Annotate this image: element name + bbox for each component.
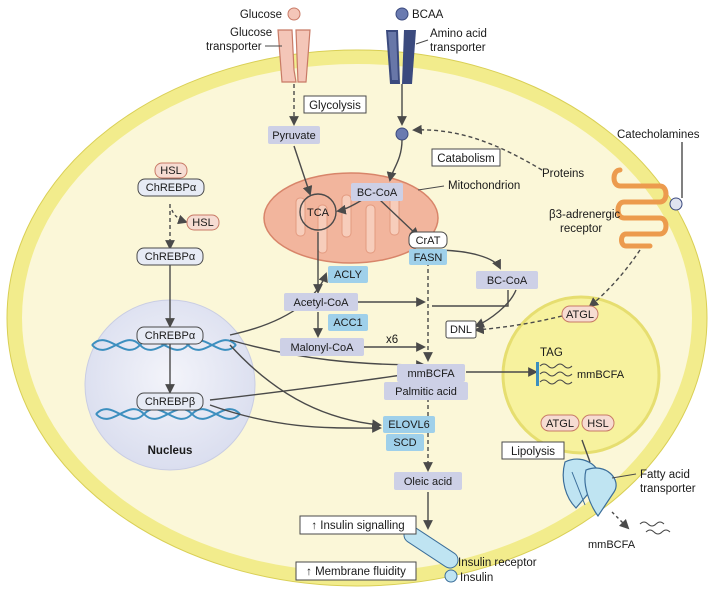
chrebpa-mid-label: ChREBPα	[145, 251, 196, 263]
glucose-molecule	[287, 7, 301, 21]
fatty-acid-transporter	[562, 458, 617, 518]
nucleus-label: Nucleus	[148, 445, 193, 457]
dna-helix-upper	[91, 339, 237, 351]
catabolism-label: Catabolism	[437, 153, 495, 165]
malonyl-coa-label: Malonyl-CoA	[291, 342, 355, 354]
acetyl-coa-label: Acetyl-CoA	[293, 297, 349, 309]
elovl6-label: ELOVL6	[388, 419, 430, 431]
hsl-droplet-label: HSL	[587, 418, 608, 430]
glucose-transporter-label-1: Glucose	[230, 27, 272, 39]
mmbcfa-droplet-label: mmBCFA	[577, 369, 625, 381]
b3-receptor-label-1: β3-adrenergic	[549, 209, 620, 221]
fatty-acid-transporter-label-1: Fatty acid	[640, 469, 690, 481]
bcaa-label: BCAA	[412, 9, 444, 21]
glucose-transporter	[277, 29, 311, 83]
arrow-proteins-catabolism	[412, 124, 543, 171]
arrow-nuc-elovl6	[229, 344, 382, 430]
fasn-label: FASN	[414, 252, 443, 264]
dnl-label: DNL	[450, 324, 472, 336]
acc1-label: ACC1	[333, 317, 362, 329]
chrebpb-nuc-label: ChREBPβ	[145, 396, 195, 408]
lipid-droplet	[501, 295, 661, 455]
bc-coa-mito-label: BC-CoA	[357, 187, 398, 199]
atgl-bottom-label: ATGL	[546, 418, 574, 430]
insulin-label: Insulin	[460, 572, 493, 584]
hsl-mid-label: HSL	[192, 217, 213, 229]
amino-acid-transporter-label-2: transporter	[430, 42, 486, 54]
arrow-pyruvate-tca	[293, 145, 313, 196]
enzyme-boxes: ACLY ACC1 CrAT FASN ELOVL6 SCD ATGL ATGL…	[154, 162, 615, 451]
mitochondrion-cristae	[295, 194, 400, 254]
crat-label: CrAT	[416, 235, 441, 247]
mmbcfa-label: mmBCFA	[407, 368, 455, 380]
lipolysis-label: Lipolysis	[511, 446, 555, 458]
transcription-factor-boxes: ChREBPα ChREBPα ChREBPα ChREBPβ	[136, 178, 205, 411]
metabolite-boxes: Pyruvate BC-CoA BC-CoA Acetyl-CoA Malony…	[268, 126, 636, 551]
b3-receptor-label-2: receptor	[560, 223, 602, 235]
glucose-transporter-label-2: transporter	[206, 41, 262, 53]
arrow-bccoa-crat	[379, 199, 420, 238]
glucose-label: Glucose	[240, 9, 282, 21]
amino-acid-transporter-label-1: Amino acid	[430, 28, 487, 40]
arrow-receptor-atgl	[588, 249, 641, 308]
proteins-label: Proteins	[542, 168, 584, 180]
arrow-nucb-elovl6	[209, 404, 382, 433]
chrebpa-top-label: ChREBPα	[146, 182, 197, 194]
plain-labels: Glucose Glucose transporter BCAA Amino a…	[148, 9, 700, 584]
tca-cycle	[299, 193, 337, 231]
insulin-molecule	[444, 569, 458, 583]
mitochondrion-label: Mitochondrion	[448, 180, 520, 192]
glycolysis-label: Glycolysis	[309, 100, 361, 112]
b3-adrenergic-receptor	[611, 167, 669, 249]
tag-glycerol-bar	[536, 362, 539, 386]
insulin-receptor-label: Insulin receptor	[458, 557, 537, 569]
callouts: Glycolysis Catabolism Lipolysis ↑ Insuli…	[295, 95, 565, 581]
arrow-transporter-out	[611, 511, 630, 530]
x6-label: x6	[386, 334, 398, 346]
hsl-top-label: HSL	[160, 165, 181, 177]
mmbcfa-out-chains	[639, 521, 671, 535]
arrow-bcaa-to-bccoa	[386, 139, 403, 182]
acly-label: ACLY	[334, 269, 363, 281]
arrow-atgl-dnl	[474, 315, 563, 335]
catecholamine-molecule	[669, 197, 683, 211]
dna-helix-lower	[95, 408, 241, 420]
bcaa-inside-molecule	[395, 127, 409, 141]
insulin-receptor	[403, 526, 459, 569]
catecholamines-label: Catecholamines	[617, 129, 700, 141]
oleic-acid-label: Oleic acid	[404, 476, 452, 488]
mmbcfa-out-label: mmBCFA	[588, 539, 636, 551]
insulin-signalling-label: ↑ Insulin signalling	[311, 520, 404, 532]
arrow-lipolysis-out	[581, 439, 591, 463]
amino-acid-transporter	[386, 30, 416, 84]
chrebpa-nuc-label: ChREBPα	[145, 330, 196, 342]
scd-label: SCD	[393, 437, 416, 449]
bc-coa-label: BC-CoA	[487, 275, 528, 287]
arrow-bccoa-tca	[336, 199, 363, 215]
arrow-hsl-side	[171, 209, 188, 225]
tag-chains	[539, 363, 573, 385]
pyruvate-label: Pyruvate	[272, 130, 315, 142]
palmitic-acid-label: Palmitic acid	[395, 386, 457, 398]
tca-label: TCA	[307, 207, 330, 219]
membrane-fluidity-label: ↑ Membrane fluidity	[306, 566, 406, 578]
arrow-bccoa-mmbcfa	[432, 290, 509, 307]
arrow-bccoa-dnl	[474, 289, 517, 328]
tag-label: TAG	[540, 347, 563, 359]
fatty-acid-transporter-label-2: transporter	[640, 483, 696, 495]
atgl-top-label: ATGL	[566, 309, 594, 321]
bcaa-molecule	[395, 7, 409, 21]
